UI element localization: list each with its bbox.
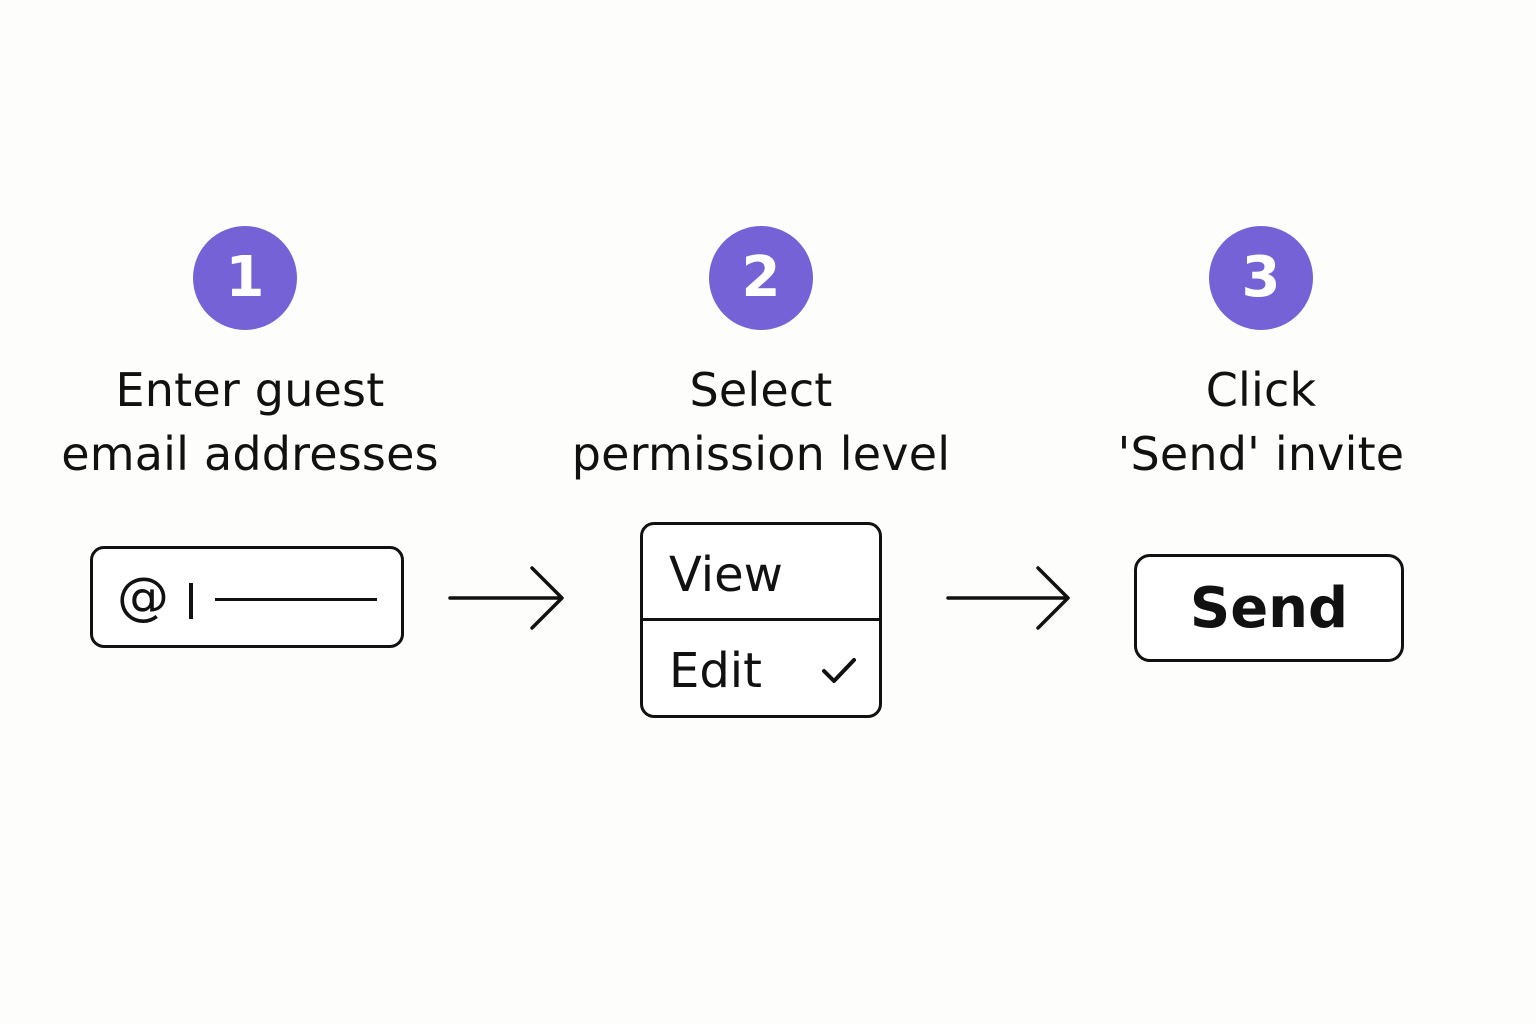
- option-edit[interactable]: Edit: [643, 621, 879, 715]
- email-input[interactable]: @: [90, 546, 404, 648]
- step-3-title: Click 'Send' invite: [1031, 358, 1491, 486]
- permission-dropdown[interactable]: View Edit: [640, 522, 882, 718]
- arrow-right-icon: [448, 566, 564, 630]
- at-icon: @: [117, 567, 169, 627]
- step-1-title: Enter guest email addresses: [20, 358, 480, 486]
- send-button-label: Send: [1189, 575, 1349, 641]
- step-1-title-line-2: email addresses: [61, 427, 439, 481]
- arrow-right-icon: [946, 566, 1070, 630]
- step-3-number: 3: [1241, 245, 1281, 310]
- option-edit-label: Edit: [669, 643, 762, 699]
- step-2-badge: 2: [709, 226, 813, 330]
- step-2-number: 2: [741, 245, 781, 310]
- step-2-title-line-1: Select: [689, 363, 833, 417]
- step-2-title: Select permission level: [531, 358, 991, 486]
- step-3-title-line-1: Click: [1205, 363, 1317, 417]
- step-3-badge: 3: [1209, 226, 1313, 330]
- text-cursor: [189, 583, 193, 619]
- option-view[interactable]: View: [643, 525, 879, 621]
- send-button[interactable]: Send: [1134, 554, 1404, 662]
- step-1-number: 1: [225, 245, 265, 310]
- step-3-title-line-2: 'Send' invite: [1117, 427, 1405, 481]
- input-placeholder-line: [215, 598, 377, 601]
- step-2-title-line-2: permission level: [571, 427, 951, 481]
- checkmark-icon: [822, 658, 856, 683]
- step-1-title-line-1: Enter guest: [115, 363, 385, 417]
- option-view-label: View: [669, 547, 783, 603]
- step-1-badge: 1: [193, 226, 297, 330]
